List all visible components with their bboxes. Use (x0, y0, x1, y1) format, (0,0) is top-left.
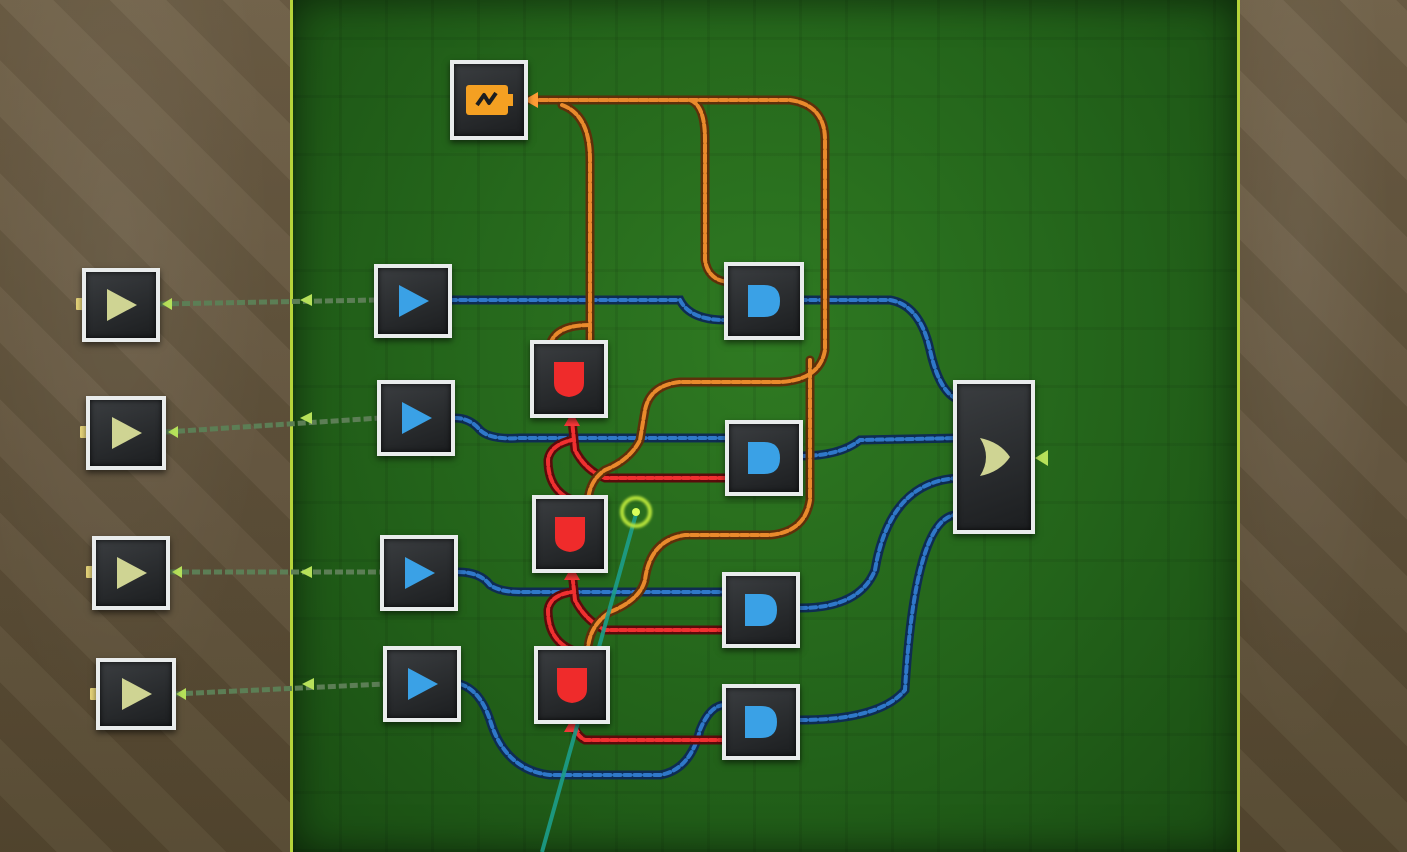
input-wire-1 (159, 297, 377, 307)
input-switch-4[interactable] (96, 658, 176, 730)
input-links (159, 297, 386, 697)
shield-icon (557, 668, 587, 703)
input-wire-4 (173, 681, 386, 697)
shield-icon (555, 517, 585, 552)
and-gate-1[interactable] (724, 262, 804, 340)
and-gate-icon (748, 442, 780, 474)
connector-arrows (162, 294, 1048, 700)
and-gate-icon (745, 594, 777, 626)
play-icon (405, 557, 435, 589)
probe-ring-icon[interactable] (620, 496, 652, 528)
play-icon (408, 668, 438, 700)
relay-gate-3[interactable] (380, 535, 458, 611)
input-wire-2 (165, 415, 381, 435)
input-switch-4-stub (90, 688, 97, 700)
or-gate[interactable] (953, 380, 1035, 534)
and-gate-icon (745, 706, 777, 738)
input-switch-3[interactable] (92, 536, 170, 610)
not-gate-2[interactable] (532, 495, 608, 573)
relay-gate-2[interactable] (377, 380, 455, 456)
not-gate-3[interactable] (534, 646, 610, 724)
input-switch-2[interactable] (86, 396, 166, 470)
play-icon (122, 678, 152, 710)
input-switch-1[interactable] (82, 268, 160, 342)
orange-arrow-head (524, 92, 538, 108)
relay-gate-4[interactable] (383, 646, 461, 722)
or-gate-icon (980, 438, 1010, 476)
shield-icon (554, 362, 584, 397)
battery-source[interactable] (450, 60, 528, 140)
play-icon (402, 402, 432, 434)
play-icon (107, 289, 137, 321)
relay-gate-1[interactable] (374, 264, 452, 338)
input-switch-1-stub (76, 298, 83, 310)
input-switch-3-stub (86, 566, 93, 578)
play-icon (117, 557, 147, 589)
play-icon (112, 417, 142, 449)
and-gate-2[interactable] (725, 420, 803, 496)
cardboard-right (1230, 0, 1407, 852)
and-gate-4[interactable] (722, 684, 800, 760)
input-switch-2-stub (80, 426, 87, 438)
and-gate-3[interactable] (722, 572, 800, 648)
and-gate-icon (748, 285, 780, 317)
battery-icon (466, 85, 513, 115)
not-gate-1[interactable] (530, 340, 608, 418)
play-icon (399, 285, 429, 317)
